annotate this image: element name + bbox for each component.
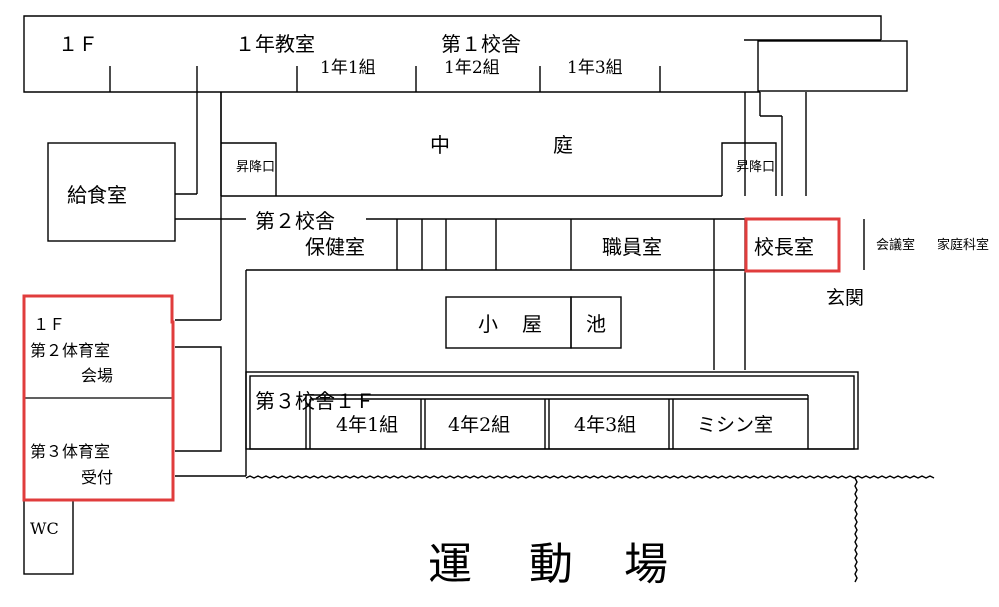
building1-annex xyxy=(757,40,908,92)
building3-name-label: 第３校舎１Ｆ xyxy=(255,389,375,413)
building1-outline xyxy=(23,15,882,93)
pond-box xyxy=(570,296,622,349)
building1-floor-label: １Ｆ xyxy=(58,32,98,56)
building3-inner xyxy=(249,375,855,450)
principal-room-label: 校長室 xyxy=(754,235,814,259)
elevator-left-label: 昇降口 xyxy=(236,160,276,175)
pond-label: 池 xyxy=(586,312,606,336)
courtyard-char-1: 中 xyxy=(430,133,450,157)
hut-char-2: 屋 xyxy=(522,312,542,336)
room-1-2: 1年2組 xyxy=(444,58,500,78)
building2-name-label: 第２校舎 xyxy=(255,209,335,233)
principal-highlight xyxy=(744,217,841,273)
toilet-label: WC xyxy=(30,519,59,538)
gym-highlight xyxy=(22,294,175,502)
field-char-3: 場 xyxy=(624,539,668,590)
venue-label: 会場 xyxy=(81,366,114,385)
meeting-room-label: 会議室 xyxy=(876,238,916,253)
building1-classrooms-label: １年教室 xyxy=(235,32,315,56)
staff-room-label: 職員室 xyxy=(602,235,662,259)
courtyard-char-2: 庭 xyxy=(553,133,573,157)
gym3-label: 第３体育室 xyxy=(30,442,111,461)
gym-floor-label: １Ｆ xyxy=(33,315,66,334)
field-char-2: 動 xyxy=(529,539,573,590)
hut-char-1: 小 xyxy=(478,312,498,336)
room-4-1: 4年1組 xyxy=(336,414,399,436)
field-char-1: 運 xyxy=(428,539,472,590)
kitchen-box xyxy=(47,142,176,242)
field-top-boundary xyxy=(245,475,935,479)
sewing-room-label: ミシン室 xyxy=(697,414,774,436)
home-ec-room-label: 家庭科室 xyxy=(937,238,990,253)
kitchen-label: 給食室 xyxy=(67,183,127,207)
room-4-2: 4年2組 xyxy=(448,414,511,436)
building1-name-label: 第１校舎 xyxy=(441,32,521,56)
gym2-label: 第２体育室 xyxy=(30,341,111,360)
room-4-3: 4年3組 xyxy=(574,414,637,436)
field-right-boundary xyxy=(854,477,858,583)
reception-label: 受付 xyxy=(81,468,114,487)
room-1-3: 1年3組 xyxy=(567,58,623,78)
health-room-label: 保健室 xyxy=(305,235,365,259)
entrance-label: 玄関 xyxy=(826,287,865,309)
room-1-1: 1年1組 xyxy=(320,58,376,78)
hut-box xyxy=(445,296,572,349)
elevator-right-label: 昇降口 xyxy=(736,160,776,175)
